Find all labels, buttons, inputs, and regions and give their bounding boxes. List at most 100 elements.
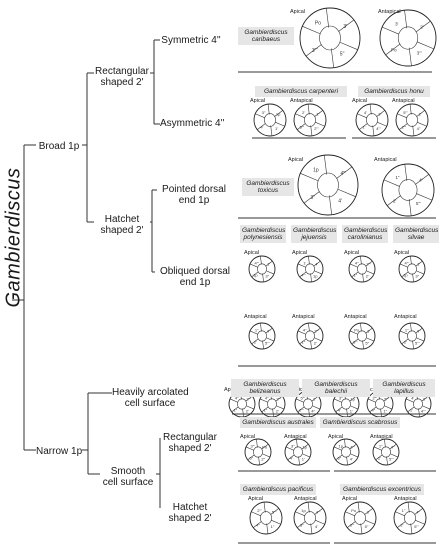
plate-label: 1'' xyxy=(263,407,267,412)
plate-label: 1p xyxy=(350,397,355,402)
plate-label: 1p xyxy=(301,508,306,513)
species-honu: Gambierdiscus honu xyxy=(358,86,430,97)
plate-label: 5''' xyxy=(272,510,277,515)
plate-suture xyxy=(383,395,391,402)
plate-suture xyxy=(308,408,310,417)
central-plate xyxy=(406,113,418,127)
plate-suture xyxy=(255,113,265,119)
plate-suture xyxy=(257,123,266,130)
plate-label: 4'' xyxy=(419,177,423,182)
plate-suture xyxy=(303,191,320,204)
cell-pacificus-antapical xyxy=(293,501,327,535)
plate-suture xyxy=(351,271,359,278)
central-plate xyxy=(317,172,339,198)
plate-label: 2' xyxy=(366,274,369,279)
plate-label: 2''' xyxy=(299,407,304,412)
view-label-apical: Apical xyxy=(290,9,305,15)
view-label-apical: Apical xyxy=(244,250,259,256)
plate-suture xyxy=(397,521,406,528)
view-label-apical: Apical xyxy=(292,250,307,256)
plate-label: 1'' xyxy=(316,112,320,117)
plate-suture xyxy=(263,502,266,513)
cell-toxicus-apical xyxy=(297,154,359,216)
plate-suture xyxy=(383,179,400,187)
central-plate xyxy=(304,511,316,525)
view-label-antapical: Antapical xyxy=(370,434,393,440)
central-plate xyxy=(404,511,416,525)
plate-label: 4' xyxy=(290,455,293,460)
plate-label: 5''' xyxy=(300,124,305,129)
plate-suture xyxy=(297,263,306,268)
plate-suture xyxy=(407,502,410,513)
plate-suture xyxy=(415,174,429,185)
plate-suture xyxy=(295,398,304,403)
plate-label: 1p xyxy=(302,445,307,450)
cell-excentricus-antapical xyxy=(393,501,427,535)
view-label-antapical: Antapical xyxy=(344,314,367,320)
species-carolinianus: Gambierdiscus carolinianus xyxy=(342,225,388,243)
branch-heavily-arcolated: Heavily arcolated xyxy=(112,387,189,398)
plate-suture xyxy=(297,330,306,335)
branch-obliqued-dorsal-2: end 1p xyxy=(179,277,211,288)
branch-symmetric: Symmetric 4'' xyxy=(161,35,221,46)
plate-suture xyxy=(421,395,429,402)
central-plate xyxy=(305,330,315,342)
plate-label: 2' xyxy=(419,112,422,117)
plate-label: 5''' xyxy=(416,201,421,206)
cell-silvae-antapical xyxy=(398,322,426,350)
plate-suture xyxy=(242,408,244,417)
central-plate xyxy=(341,446,351,458)
plate-suture xyxy=(336,166,353,179)
plate-suture xyxy=(357,502,360,513)
central-plate xyxy=(381,446,391,458)
plate-suture xyxy=(258,456,260,465)
plate-label: 5''' xyxy=(384,397,389,402)
plate-label: 2''' xyxy=(372,395,377,400)
plate-suture xyxy=(326,8,330,28)
plate-suture xyxy=(314,270,323,275)
plate-suture xyxy=(346,456,348,465)
plate-suture xyxy=(299,271,307,278)
view-label-apical: Apical xyxy=(248,496,263,502)
plate-suture xyxy=(416,110,425,117)
plate-label: 3''' xyxy=(353,339,358,344)
plate-label: 4' xyxy=(338,407,341,412)
view-label-antapical: Antapical xyxy=(294,496,317,502)
plate-label: Po xyxy=(315,21,321,27)
view-label-apical: Apical xyxy=(288,157,303,163)
plate-label: 4' xyxy=(411,395,414,400)
branch-narrow-hatchet-2: shaped 2' xyxy=(168,513,212,524)
branch-pointed-dorsal: Pointed dorsal xyxy=(162,184,226,195)
plate-suture xyxy=(384,439,386,448)
plate-label: 1'' xyxy=(405,327,409,332)
plate-label: 4'' xyxy=(256,522,260,527)
plate-suture xyxy=(299,338,307,345)
plate-suture xyxy=(262,340,264,349)
species-jejuensis: Gambierdiscus jejuensis xyxy=(291,225,337,243)
plate-label: 1' xyxy=(410,407,413,412)
view-label-antapical: Antapical xyxy=(292,314,315,320)
plate-label: 4' xyxy=(315,262,318,267)
plate-suture xyxy=(410,523,413,534)
plate-suture xyxy=(410,323,412,332)
plate-suture xyxy=(385,43,401,56)
branch-narrow-rectangular: Rectangular xyxy=(163,432,217,443)
plate-suture xyxy=(274,110,283,117)
plate-suture xyxy=(260,323,262,332)
plate-suture xyxy=(395,511,405,517)
plate-label: 5'' xyxy=(365,341,369,346)
plate-label: 3'' xyxy=(415,274,419,279)
plate-suture xyxy=(313,327,321,334)
plate-label: 1p xyxy=(313,168,319,174)
central-plate xyxy=(366,113,378,127)
plate-label: 2' xyxy=(276,409,279,414)
plate-label: 4''' xyxy=(350,445,355,450)
central-plate xyxy=(354,511,366,525)
plate-suture xyxy=(247,454,255,461)
plate-suture xyxy=(407,406,415,413)
plate-label: 2' xyxy=(302,110,305,115)
plate-label: 3''' xyxy=(312,48,318,54)
plate-label: 1p xyxy=(276,112,281,117)
central-plate xyxy=(257,330,267,342)
